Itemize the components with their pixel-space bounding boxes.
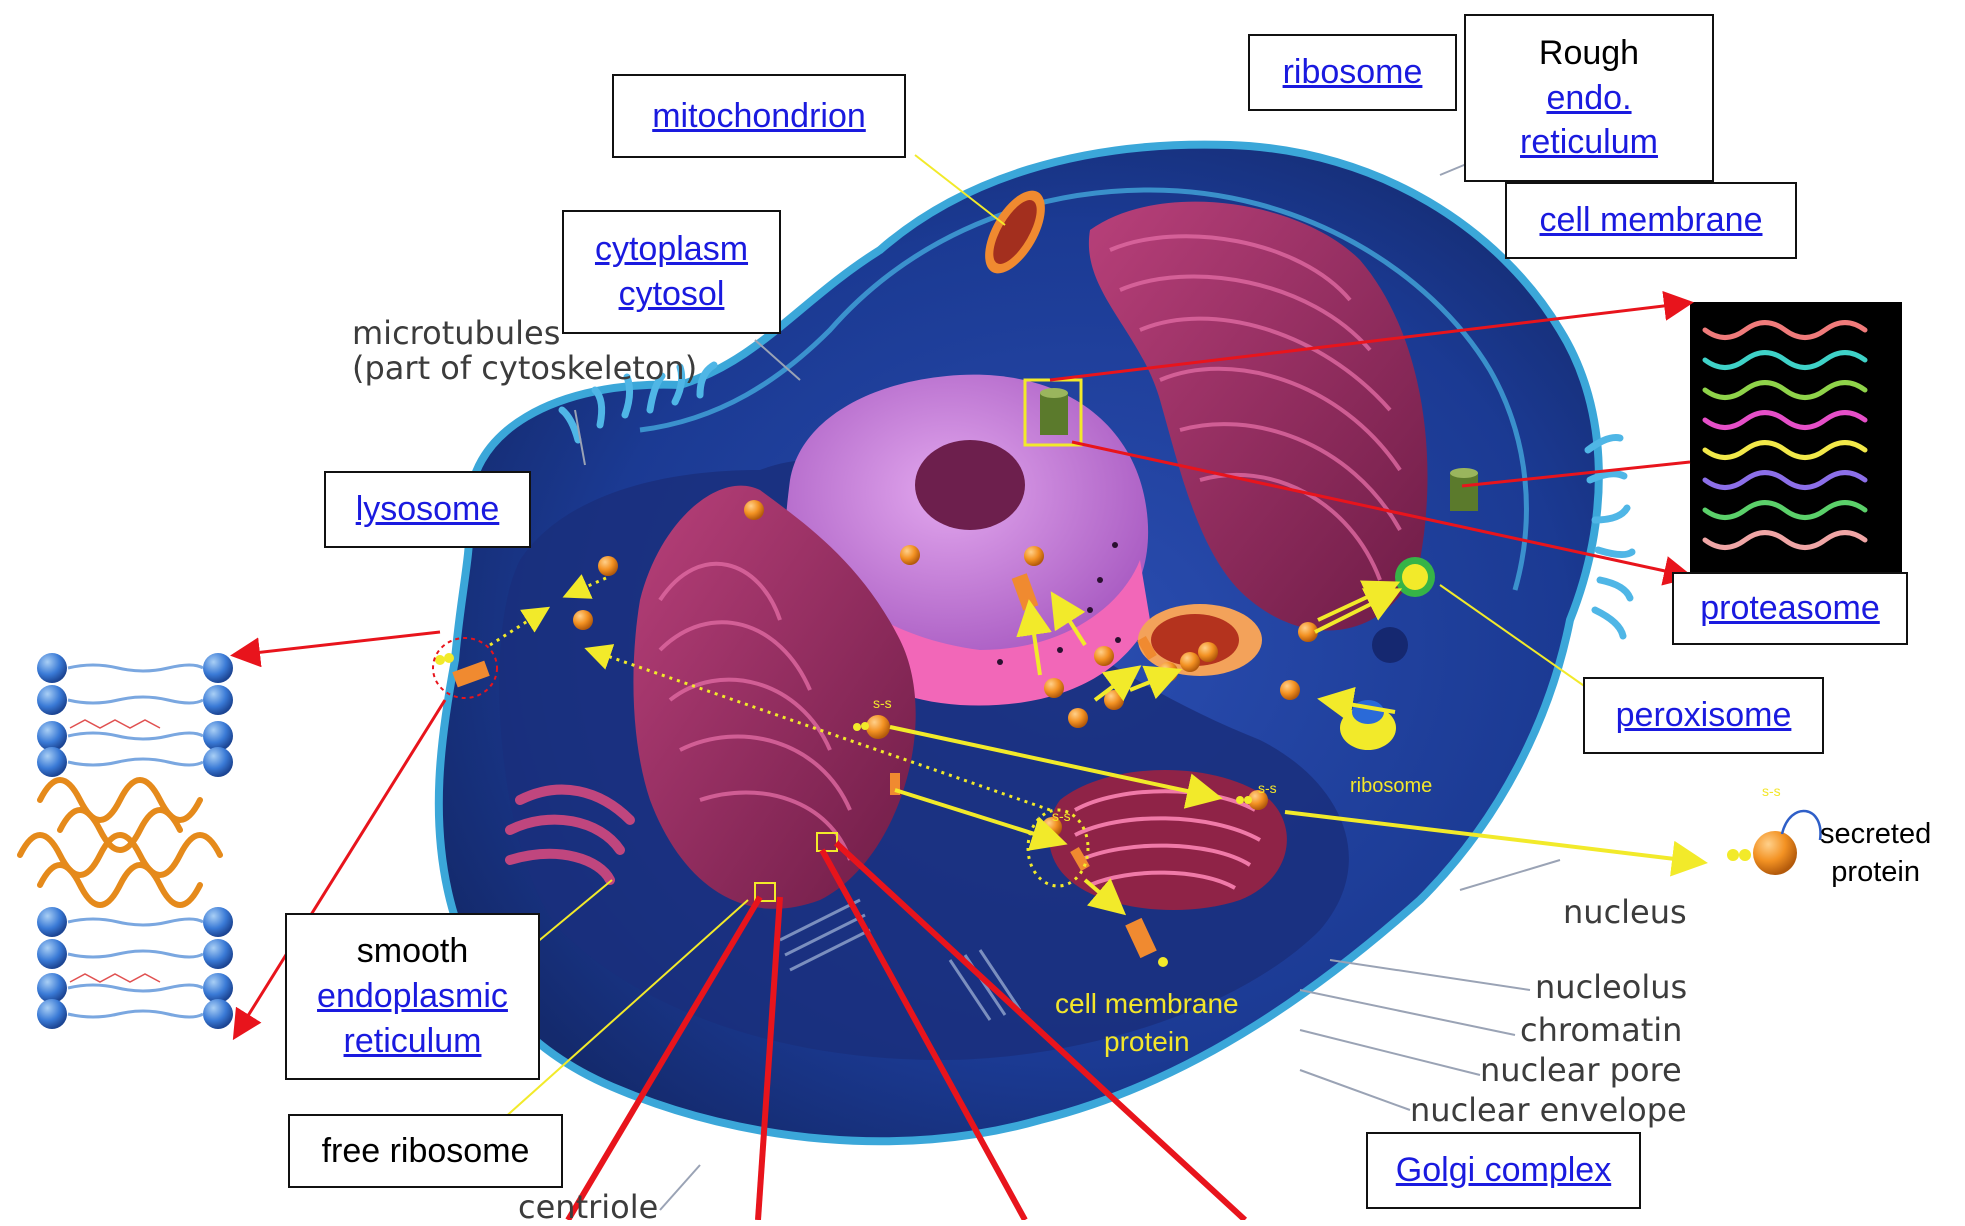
- proteasome-link[interactable]: proteasome: [1700, 586, 1880, 631]
- proteasome-structure-image: [1690, 302, 1902, 576]
- mitochondrion-link[interactable]: mitochondrion: [652, 94, 866, 139]
- proteasome-label-box: proteasome: [1672, 572, 1908, 645]
- rough-er-line1: Rough: [1539, 31, 1639, 76]
- cytoplasm-label-box: cytoplasm cytosol: [562, 210, 781, 334]
- secreted-protein-line1: secreted: [1820, 815, 1931, 853]
- ribosome-link[interactable]: ribosome: [1283, 50, 1423, 95]
- rough-er-label-box: Rough endo. reticulum: [1464, 14, 1714, 182]
- nuclear-envelope-label: nuclear envelope: [1410, 1093, 1687, 1128]
- ribosome-small-label: ribosome: [1350, 775, 1432, 798]
- secreted-protein-label: secreted protein: [1820, 815, 1931, 892]
- cytosol-link[interactable]: cytosol: [619, 272, 725, 317]
- lysosome-link[interactable]: lysosome: [356, 487, 500, 532]
- cell-membrane-label-box: cell membrane: [1505, 182, 1797, 259]
- cell-membrane-link[interactable]: cell membrane: [1540, 198, 1763, 243]
- mitochondrion-label-box: mitochondrion: [612, 74, 906, 158]
- chromatin-label: chromatin: [1520, 1013, 1682, 1048]
- nuclear-pore-label: nuclear pore: [1480, 1053, 1682, 1088]
- smooth-er-line1: smooth: [357, 929, 469, 974]
- ribosome-label-box: ribosome: [1248, 34, 1457, 111]
- peroxisome-link[interactable]: peroxisome: [1616, 693, 1792, 738]
- free-ribosome-label-box: free ribosome: [288, 1114, 563, 1188]
- microtubules-line2: (part of cytoskeleton): [352, 351, 697, 386]
- lipid-bilayer-illustration: [20, 653, 233, 1029]
- cell-membrane-protein-line2: protein: [1055, 1023, 1239, 1061]
- golgi-complex-link[interactable]: Golgi complex: [1396, 1148, 1611, 1193]
- cytoplasm-link[interactable]: cytoplasm: [595, 227, 748, 272]
- peroxisome-label-box: peroxisome: [1583, 677, 1824, 754]
- disulfide-label-4: s-s: [1762, 783, 1781, 799]
- disulfide-label-2: s-s: [1052, 808, 1071, 824]
- nucleus-label: nucleus: [1563, 895, 1687, 930]
- rough-er-link-line2[interactable]: endo.: [1546, 76, 1631, 121]
- smooth-er-label-box: smooth endoplasmic reticulum: [285, 913, 540, 1080]
- golgi-shape: [1049, 770, 1287, 910]
- disulfide-label-1: s-s: [873, 695, 892, 711]
- nucleolus-label: nucleolus: [1535, 970, 1687, 1005]
- lysosome-label-box: lysosome: [324, 471, 531, 548]
- golgi-complex-label-box: Golgi complex: [1366, 1132, 1641, 1209]
- smooth-er-link-line3[interactable]: reticulum: [344, 1019, 482, 1064]
- free-ribosome-text: free ribosome: [322, 1129, 530, 1174]
- cell-membrane-protein-label: cell membrane protein: [1055, 985, 1239, 1061]
- disulfide-label-3: s-s: [1258, 780, 1277, 796]
- smooth-er-link-line2[interactable]: endoplasmic: [317, 974, 508, 1019]
- secreted-protein-line2: protein: [1820, 853, 1931, 891]
- cell-membrane-protein-line1: cell membrane: [1055, 985, 1239, 1023]
- rough-er-link-line3[interactable]: reticulum: [1520, 120, 1658, 165]
